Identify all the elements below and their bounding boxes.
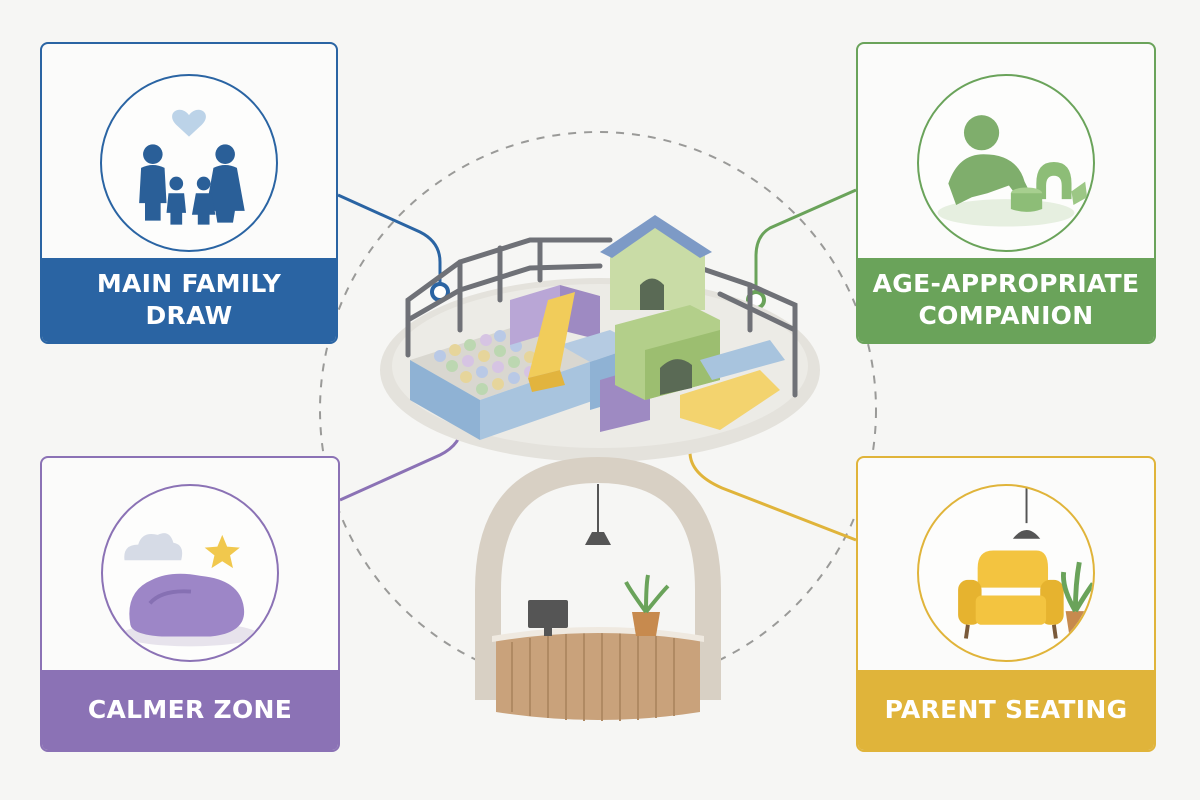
reception-desk-icon (475, 456, 721, 721)
star-icon (204, 534, 240, 569)
connector-age (754, 188, 857, 296)
parent-seating-card: PARENT SEATING (856, 456, 1156, 752)
parent-seating-label: PARENT SEATING (858, 670, 1154, 750)
soft-play-structure-icon (380, 215, 820, 462)
connector-parent (688, 440, 857, 542)
age-appropriate-companion-card: AGE-APPROPRIATE COMPANION (856, 42, 1156, 344)
calmer-zone-label: CALMER ZONE (42, 670, 338, 750)
family-icon (100, 74, 278, 252)
connector-main (337, 193, 442, 290)
age-appropriate-companion-label: AGE-APPROPRIATE COMPANION (858, 258, 1154, 342)
crawling-baby-icon (917, 74, 1095, 252)
cloud-icon (124, 533, 183, 561)
armchair-icon (917, 484, 1095, 662)
main-family-draw-label: MAIN FAMILY DRAW (42, 258, 336, 342)
beanbag-icon (101, 484, 279, 662)
calmer-zone-card: CALMER ZONE (40, 456, 340, 752)
main-family-draw-card: MAIN FAMILY DRAW (40, 42, 338, 344)
plant-icon (1065, 611, 1086, 637)
